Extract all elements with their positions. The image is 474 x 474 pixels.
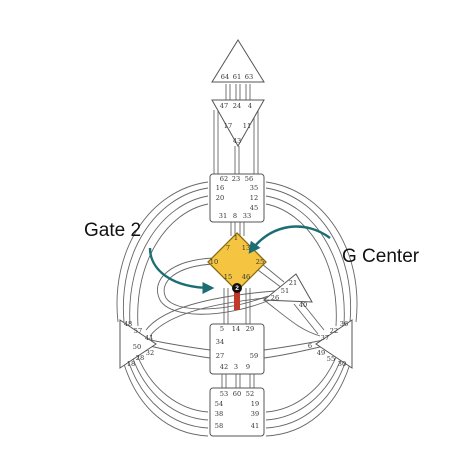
gate-label: 21 (289, 279, 297, 287)
solar-plexus-center: 36 22 37 6 49 55 30 (308, 319, 353, 369)
gate-label: 23 (232, 175, 240, 183)
gate-label: 52 (246, 390, 254, 398)
g-center-arrow (248, 225, 331, 254)
gate-2-marker: 2 (232, 283, 242, 310)
gate-label: 20 (216, 194, 224, 202)
gate-label: 63 (245, 73, 253, 81)
gate-label: 22 (330, 327, 338, 335)
gate-label: 48 (124, 320, 132, 328)
gate-label: 11 (243, 122, 251, 130)
gate-label: 27 (216, 352, 224, 360)
gate-label: 26 (271, 294, 279, 302)
channel-group-ajna-throat (213, 110, 259, 176)
gate-2-callout-label: Gate 2 (84, 220, 141, 241)
gate-label: 9 (246, 363, 250, 371)
gate-2-arrow (148, 247, 215, 294)
gate-label: 62 (220, 175, 228, 183)
gate-label: 15 (224, 273, 232, 281)
gate-label: 35 (250, 184, 258, 192)
gate-2-number: 2 (235, 285, 239, 292)
gate-label: 18 (127, 360, 135, 368)
channel-group-left-arcs (116, 181, 211, 437)
gate-label: 32 (146, 349, 154, 357)
gate-label: 36 (340, 320, 348, 328)
gate-label: 14 (232, 325, 240, 333)
gate-2-channel-segment (234, 290, 240, 310)
ajna-center: 47 24 4 17 11 43 (211, 99, 265, 148)
g-center-callout-label: G Center (342, 246, 420, 267)
gate-label: 53 (220, 390, 228, 398)
channel-group-sacral-root (221, 374, 255, 388)
gate-label: 57 (134, 327, 142, 335)
channel-group-inner-loops (145, 257, 325, 337)
ego-center: 21 51 26 40 (262, 273, 313, 309)
gate-label: 54 (215, 400, 223, 408)
gate-label: 3 (234, 363, 238, 371)
gate-label: 33 (243, 212, 251, 220)
g-center-callout: G Center (248, 225, 420, 267)
gate-label: 42 (220, 363, 228, 371)
gate-label: 28 (136, 354, 144, 362)
gate-label: 55 (327, 355, 335, 363)
gate-label: 31 (219, 212, 227, 220)
gate-label: 19 (251, 400, 259, 408)
gate-label: 59 (250, 352, 258, 360)
g-center: 1 7 13 10 25 15 46 (207, 232, 267, 292)
gate-label: 39 (251, 410, 259, 418)
sacral-center: 5 14 29 34 27 59 42 3 9 (209, 323, 265, 375)
gate-label: 37 (321, 334, 329, 342)
gate-label: 43 (233, 137, 241, 145)
gate-label: 38 (215, 410, 223, 418)
gate-label: 40 (299, 301, 307, 309)
gate-2-callout: Gate 2 (84, 220, 215, 294)
gate-label: 41 (251, 422, 259, 430)
gate-label: 13 (242, 244, 250, 252)
channels (116, 84, 358, 437)
spleen-center: 48 57 44 50 32 28 18 (119, 319, 157, 369)
gate-label: 8 (233, 212, 237, 220)
channel-group-right-arcs (263, 181, 358, 437)
gate-label: 16 (216, 184, 224, 192)
gate-label: 60 (233, 390, 241, 398)
gate-label: 64 (221, 73, 229, 81)
gate-label: 5 (220, 325, 224, 333)
gate-label: 58 (215, 422, 223, 430)
gate-label: 49 (317, 349, 325, 357)
gate-label: 1 (234, 234, 238, 242)
channel-group-throat-g (230, 222, 245, 236)
gate-label: 29 (246, 325, 254, 333)
head-center: 64 61 63 (211, 39, 265, 83)
gate-label: 34 (216, 338, 224, 346)
gate-label: 44 (145, 334, 153, 342)
gate-label: 6 (308, 342, 312, 350)
gate-label: 61 (233, 73, 241, 81)
gate-label: 25 (256, 258, 264, 266)
gate-label: 30 (338, 360, 346, 368)
gate-label: 51 (281, 287, 289, 295)
gate-label: 4 (248, 102, 252, 110)
gate-label: 56 (245, 175, 253, 183)
gate-label: 7 (226, 244, 230, 252)
throat-center: 62 23 56 16 35 20 12 45 31 8 33 (209, 173, 265, 223)
root-center: 53 60 52 54 19 38 39 58 41 (209, 387, 265, 437)
gate-label: 50 (133, 343, 141, 351)
gate-label: 17 (224, 122, 232, 130)
gate-2-circle (232, 283, 242, 293)
gate-label: 47 (220, 102, 228, 110)
channel-group-head-ajna (225, 84, 251, 100)
gate-label: 46 (242, 273, 250, 281)
gate-label: 10 (210, 258, 218, 266)
gate-label: 12 (250, 194, 258, 202)
gate-label: 45 (250, 204, 258, 212)
gate-label: 24 (233, 102, 241, 110)
